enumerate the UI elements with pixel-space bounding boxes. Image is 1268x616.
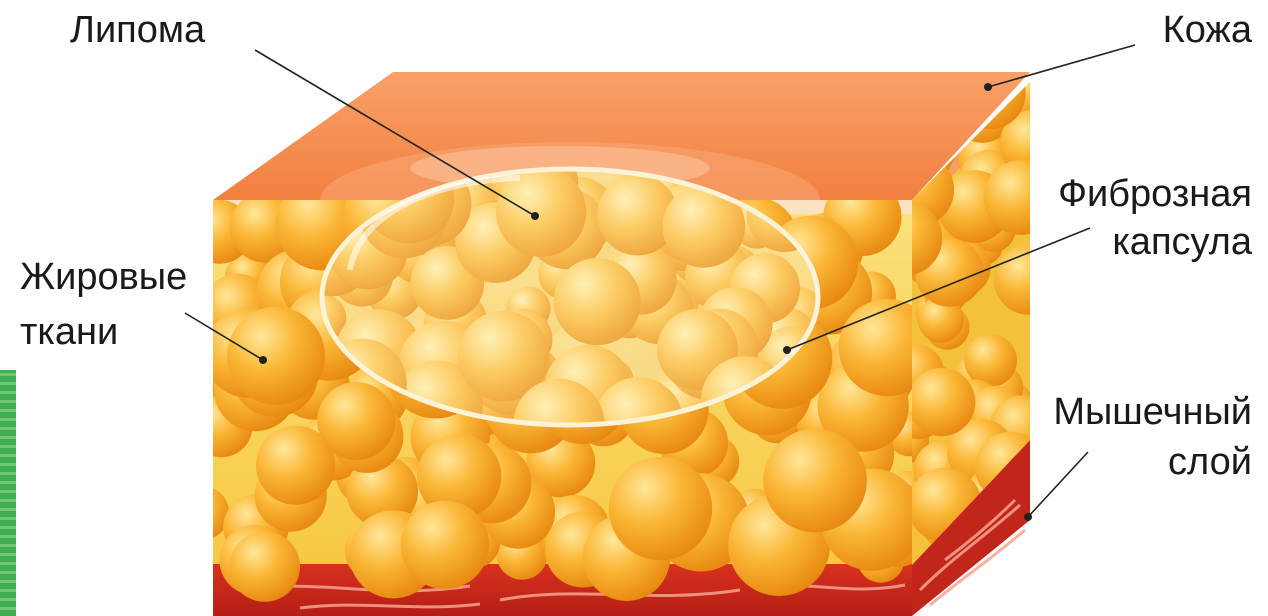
fat-globule xyxy=(984,160,1059,235)
fat-globule xyxy=(763,429,867,533)
edge-strip xyxy=(0,370,16,616)
fat-globule xyxy=(964,334,1017,387)
label-capsule-line1: Фиброзная xyxy=(1058,172,1252,216)
label-capsule-line2: капсула xyxy=(1112,220,1252,264)
label-fat-line1: Жировые xyxy=(20,255,187,299)
fat-globule xyxy=(230,531,300,601)
fat-globule xyxy=(907,368,975,436)
label-lipoma: Липома xyxy=(70,8,205,52)
label-skin: Кожа xyxy=(1163,8,1252,52)
fat-globule xyxy=(227,307,325,405)
fat-globule xyxy=(175,486,229,540)
fat-globule xyxy=(256,426,335,505)
dot-muscle xyxy=(1024,513,1032,521)
dot-lipoma xyxy=(531,212,539,220)
fat-globule xyxy=(609,457,712,560)
dot-fat xyxy=(259,356,267,364)
fat-globule xyxy=(994,245,1064,315)
leader-muscle xyxy=(1028,452,1088,517)
dot-capsule xyxy=(783,346,791,354)
label-muscle-line1: Мышечный xyxy=(1053,390,1252,434)
label-fat-line2: ткани xyxy=(20,310,118,354)
fat-globule xyxy=(401,501,489,589)
leader-skin xyxy=(988,45,1135,87)
label-muscle-line2: слой xyxy=(1168,440,1252,484)
dot-skin xyxy=(984,83,992,91)
